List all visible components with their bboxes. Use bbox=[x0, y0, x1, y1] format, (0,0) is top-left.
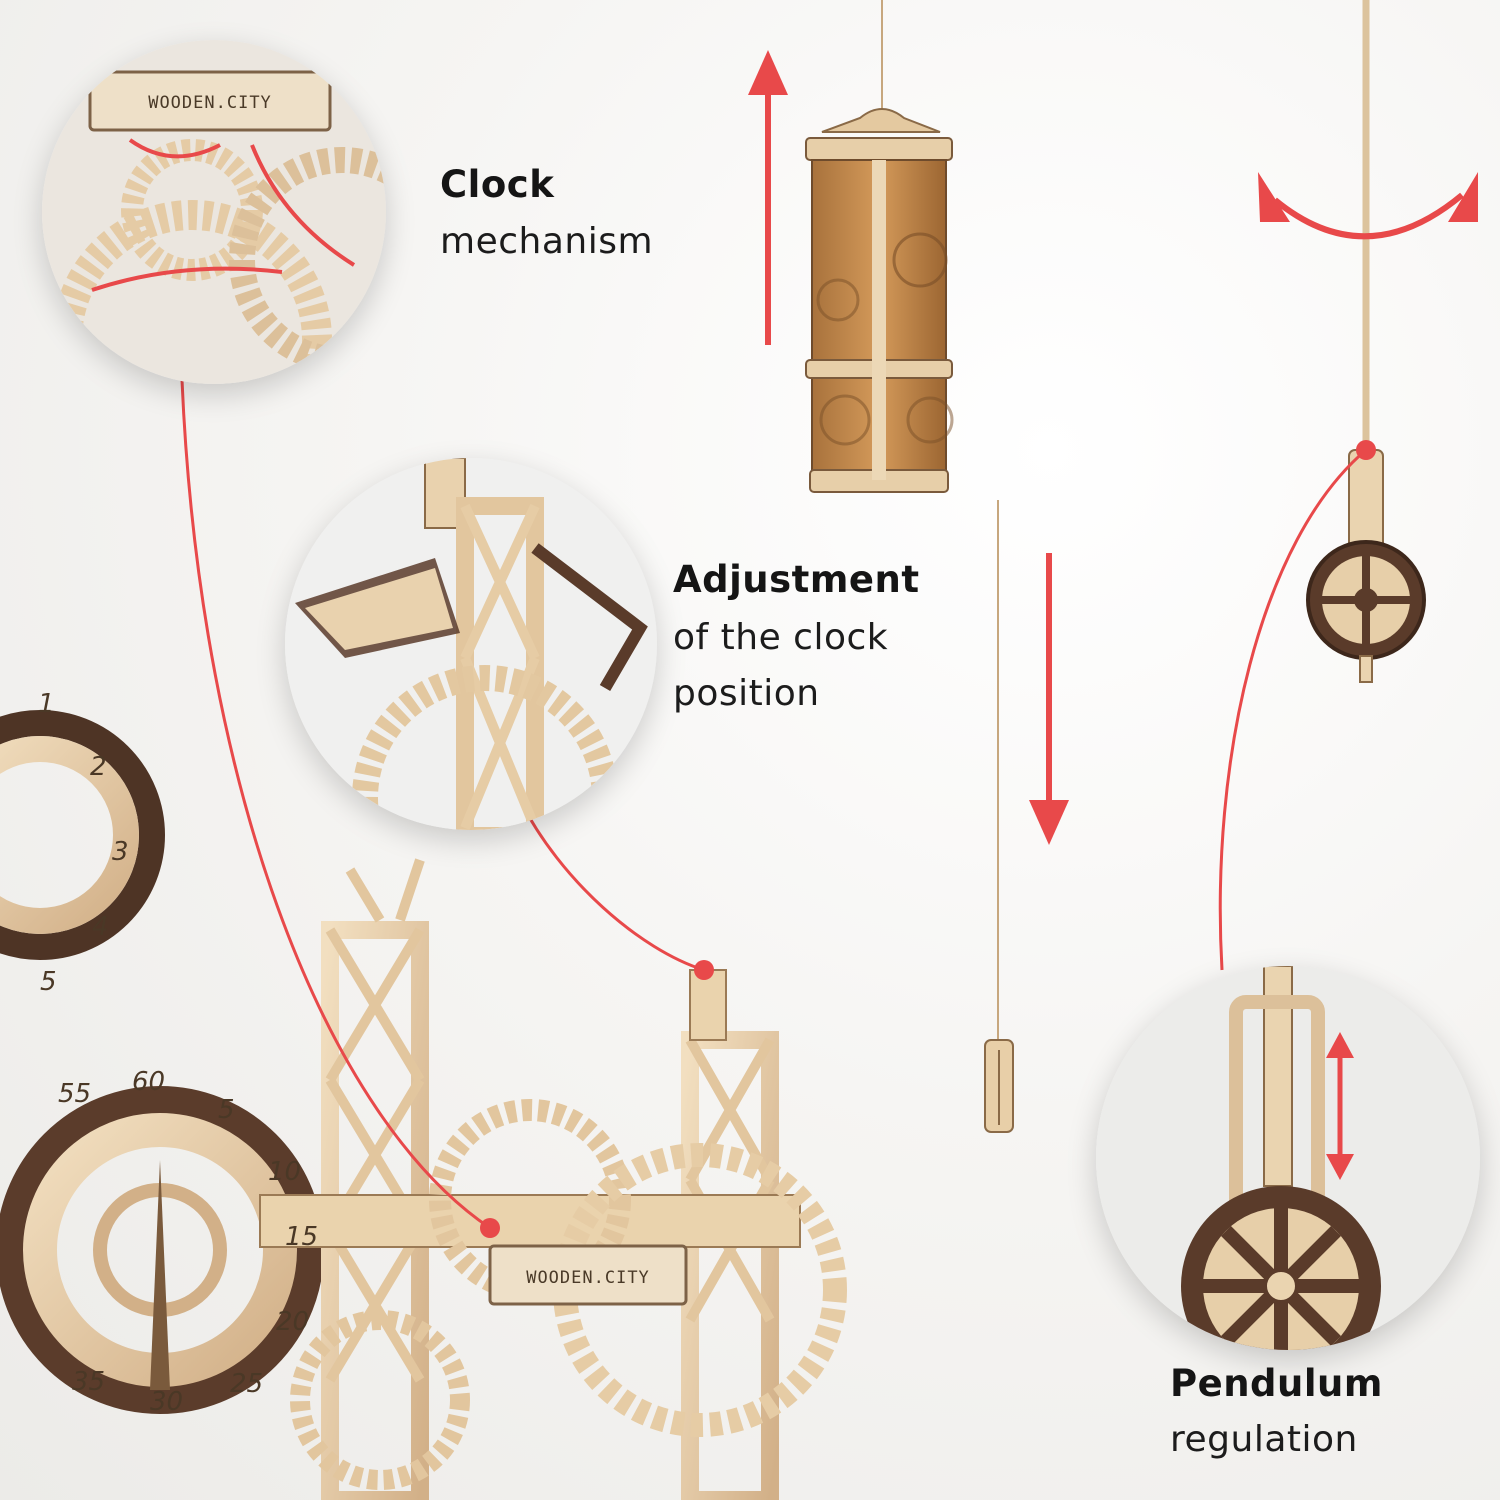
adjustment-line-2: position bbox=[673, 673, 820, 714]
clock-mechanism-closeup: WOODEN.CITY bbox=[42, 40, 386, 384]
zoom-circle-clock-mechanism: WOODEN.CITY bbox=[42, 40, 386, 384]
clock-mechanism-subtitle: mechanism bbox=[440, 221, 654, 262]
zoom-circle-adjustment bbox=[285, 458, 657, 830]
pendulum-closeup bbox=[1096, 966, 1480, 1350]
clock-mechanism-title: Clock bbox=[440, 163, 555, 206]
zoom-circle-pendulum bbox=[1096, 966, 1480, 1350]
closeup-brand-plate-text: WOODEN.CITY bbox=[148, 93, 272, 113]
adjustment-line-1: of the clock bbox=[673, 617, 889, 658]
pendulum-title: Pendulum bbox=[1170, 1362, 1383, 1405]
adjustment-title: Adjustment bbox=[673, 558, 920, 601]
pendulum-subtitle: regulation bbox=[1170, 1419, 1358, 1460]
adjustment-closeup bbox=[285, 458, 657, 830]
